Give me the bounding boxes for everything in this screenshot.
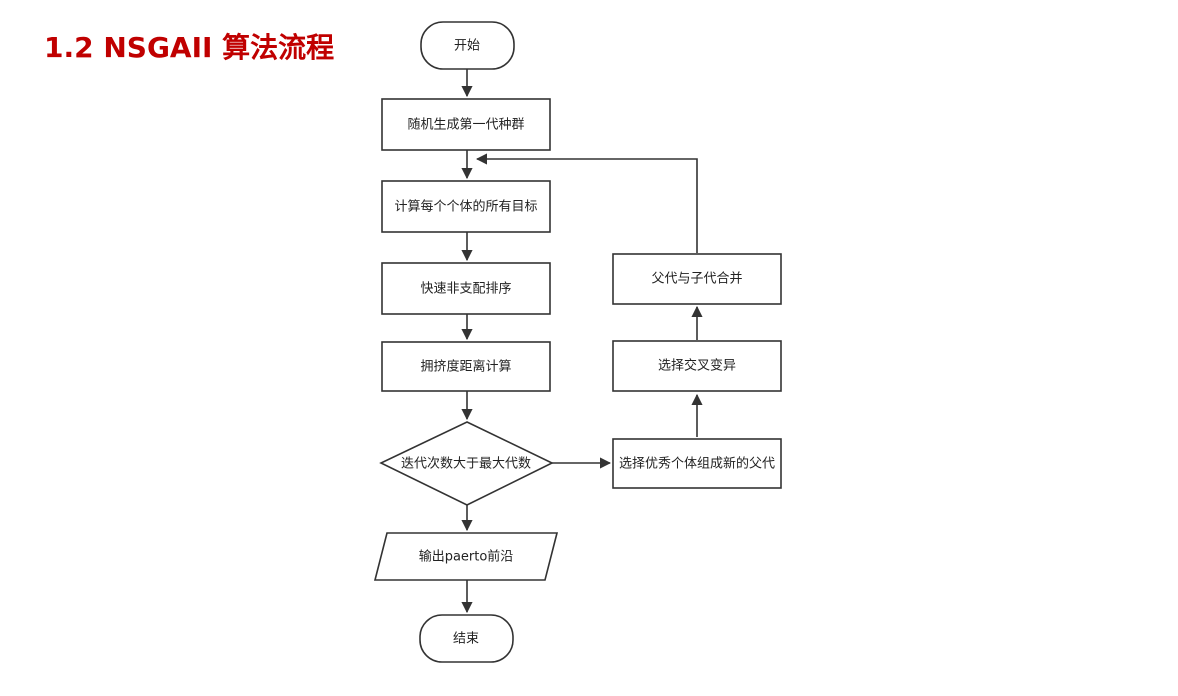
node-crossover-mutation: 选择交叉变异 [612,340,782,392]
node-evaluate-objectives-label: 计算每个个体的所有目标 [394,199,537,215]
node-start-label: 开始 [454,39,480,54]
process-shape [381,98,551,151]
node-crossover-mutation-label: 选择交叉变异 [658,358,736,374]
node-select-parents-label: 选择优秀个体组成新的父代 [619,456,775,472]
process-shape [381,180,551,233]
io-shape [373,532,559,581]
node-merge-populations: 父代与子代合并 [612,253,782,305]
node-end: 结束 [419,614,514,663]
node-output-front: 输出paerto前沿 [373,532,559,581]
decision-shape [379,421,554,506]
node-crowding-distance-label: 拥挤度距离计算 [420,359,511,375]
node-init-population-label: 随机生成第一代种群 [407,118,524,133]
process-shape [612,340,782,392]
node-evaluate-objectives: 计算每个个体的所有目标 [381,180,551,233]
terminal-shape [419,614,514,663]
process-shape [381,262,551,315]
node-init-population: 随机生成第一代种群 [381,98,551,151]
slide-title: 1.2 NSGAII 算法流程 [44,31,335,64]
node-fast-nondominated-sort-label: 快速非支配排序 [420,282,511,297]
process-shape [612,253,782,305]
node-output-front-label: 输出paerto前沿 [419,549,514,565]
process-shape [381,341,551,392]
node-select-parents: 选择优秀个体组成新的父代 [612,438,782,489]
node-crowding-distance: 拥挤度距离计算 [381,341,551,392]
node-merge-populations-label: 父代与子代合并 [651,272,742,287]
terminal-shape [420,21,515,70]
node-start: 开始 [420,21,515,70]
node-fast-nondominated-sort: 快速非支配排序 [381,262,551,315]
node-termination-check: 迭代次数大于最大代数 [379,421,554,506]
edge-merge-loop-back [475,153,698,253]
node-termination-check-label: 迭代次数大于最大代数 [401,456,531,472]
process-shape [612,438,782,489]
node-end-label: 结束 [453,632,479,647]
flow-edges [461,69,703,614]
